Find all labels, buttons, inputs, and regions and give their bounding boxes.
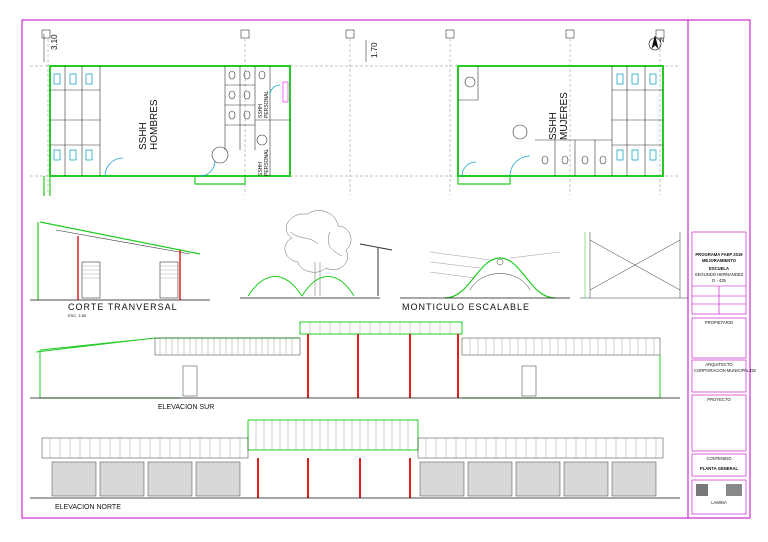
elevacion-sur-drawing bbox=[30, 321, 680, 399]
school-name: SEGUNDO HERNANDEZ bbox=[694, 272, 744, 277]
elevacion-norte-title: ELEVACION NORTE bbox=[55, 504, 121, 511]
staff-restroom-1-line2: PERSONAL bbox=[264, 90, 270, 118]
corte-tranversal-title: CORTE TRANVERSAL bbox=[68, 302, 178, 312]
program-title: PROGRAMA FAEP 2019 bbox=[695, 252, 743, 257]
men-restroom-line2: HOMBRES bbox=[149, 99, 160, 150]
mound-small bbox=[247, 276, 355, 297]
sheet-label: LAMINA bbox=[711, 500, 727, 505]
men-restroom-line1: SSHH bbox=[138, 122, 149, 150]
plan-type: PLANTA GENERAL bbox=[699, 466, 739, 471]
wall-detail bbox=[580, 232, 688, 299]
plan-axis-lines bbox=[30, 34, 680, 195]
title-block-field-1: ARQUITECTO bbox=[705, 362, 733, 367]
dimension-middle: 1.70 bbox=[370, 42, 379, 58]
corte-tranversal-drawing bbox=[30, 221, 210, 301]
women-restroom-block bbox=[457, 65, 664, 177]
men-restroom-block bbox=[49, 65, 291, 177]
school-label: ESCUELA bbox=[708, 266, 729, 271]
program-subtitle: MEJORAMIENTO bbox=[701, 258, 737, 263]
corporation-label: CORPORACION MUNICIPAL DE bbox=[694, 368, 757, 373]
school-code: D - 435 bbox=[712, 278, 726, 283]
title-block-field-2: PROYECTO bbox=[707, 397, 731, 402]
elevacion-norte-drawing bbox=[30, 419, 680, 499]
corte-tranversal-scale: ESC. 1:50 bbox=[68, 313, 87, 318]
staff-restroom-2-line2: PERSONAL bbox=[264, 148, 270, 176]
tree-sketch bbox=[284, 210, 352, 296]
dimension-left: 3.10 bbox=[50, 34, 59, 50]
axis-markers bbox=[41, 29, 665, 39]
title-block-field-0: PROPIETARIO bbox=[704, 320, 734, 325]
title-block-field-3: CONTENIDO bbox=[706, 456, 732, 461]
north-arrow bbox=[648, 35, 662, 51]
elevacion-sur-title: ELEVACION SUR bbox=[158, 404, 215, 411]
women-restroom-line2: MUJERES bbox=[559, 92, 570, 140]
dimension-marks bbox=[43, 34, 367, 62]
women-restroom-line1: SSHH bbox=[548, 112, 559, 140]
monticulo-drawing bbox=[400, 251, 570, 299]
title-block-logos bbox=[696, 484, 742, 496]
north-label: N bbox=[660, 38, 665, 44]
sheet-border bbox=[21, 19, 751, 519]
monticulo-title: MONTICULO ESCALABLE bbox=[402, 302, 531, 312]
title-block-frames bbox=[691, 231, 747, 515]
